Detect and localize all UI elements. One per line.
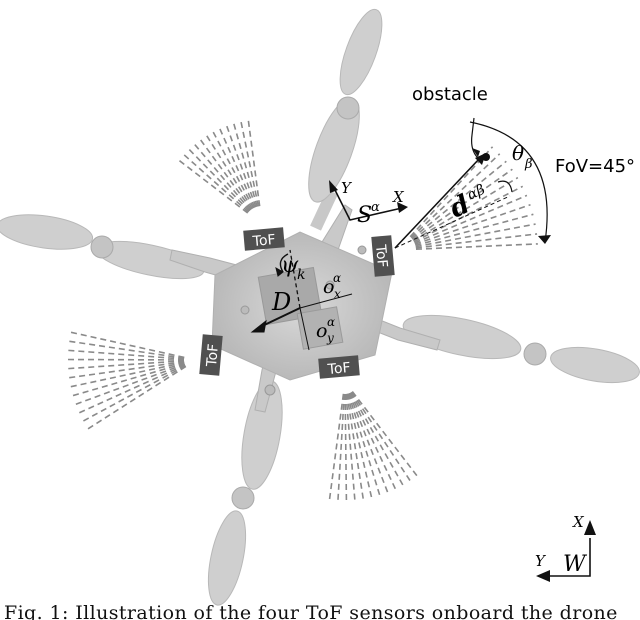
sensor-frame-superscript: α (371, 200, 380, 215)
ox-label: o (323, 276, 334, 298)
tof-beam-ray (344, 393, 348, 503)
d-center-label: D (271, 288, 291, 316)
tof-beam-ray (412, 168, 513, 241)
tof-beam-ray (346, 393, 373, 500)
drone-frame (169, 204, 441, 413)
tof-beam-ray (68, 331, 185, 359)
tof-beam-ray (193, 143, 251, 211)
psi-label: ψ (281, 253, 299, 278)
world-frame-label: W (563, 552, 588, 577)
tof-beam-ray (346, 393, 365, 501)
tof-beam-ray (328, 393, 345, 502)
fov-label: FoV=45° (555, 156, 635, 177)
sensor-frame-label: S (357, 203, 372, 228)
tof-beam-ray (337, 393, 346, 502)
tof-label: ToF (251, 232, 276, 250)
tof-beam-ray (345, 393, 356, 502)
tof-label: ToF (204, 343, 222, 368)
oy-label: o (316, 320, 327, 342)
oy-subscript: y (326, 331, 334, 345)
tof-beam-ray (66, 360, 185, 370)
oy-superscript: α (327, 315, 335, 329)
tof-sensor-left: ToF (199, 334, 223, 376)
tof-sensor-right: ToF (371, 235, 395, 277)
tof-beam-ray (415, 233, 538, 249)
tof-sensor-bottom: ToF (318, 355, 360, 379)
tof-beam-ray (350, 391, 412, 483)
tof-beam-ray (410, 153, 501, 239)
distance-superscript: αβ (465, 182, 488, 204)
sensor-y-axis-label: Y (341, 179, 353, 197)
tof-beam-ray (225, 124, 257, 208)
ox-subscript: x (334, 287, 341, 301)
propeller-bottom (207, 380, 283, 606)
tof-label: ToF (326, 360, 351, 378)
tof-beam-ray (413, 185, 524, 243)
tof-beam-ray (412, 176, 519, 242)
tof-beam-ray (414, 203, 531, 245)
tof-beam-ray (73, 363, 186, 406)
obstacle-label: obstacle (412, 84, 488, 105)
tof-beam-ray (347, 393, 381, 497)
tof-beam-ray (66, 349, 185, 360)
propeller-right (402, 314, 640, 384)
tof-beam-ray (85, 365, 187, 431)
tof-beam-ray (349, 392, 397, 491)
tof-beam-ray (351, 391, 419, 478)
obstacle-point (482, 153, 490, 161)
obstacle-measurement (394, 117, 551, 249)
ox-superscript: α (333, 271, 341, 285)
tof-beam-fans (65, 119, 538, 503)
psi-subscript: k (297, 267, 305, 283)
tof-beam-ray (182, 153, 250, 213)
tof-beam-ray (188, 148, 250, 212)
tof-label: ToF (372, 243, 390, 268)
tof-beam-ray (247, 119, 261, 207)
tof-beam-ray (178, 159, 249, 214)
tof-beam-ray (67, 340, 185, 360)
tof-beam-ray (411, 160, 507, 240)
tof-beam-ray (350, 392, 405, 488)
tof-beam-ray (415, 213, 534, 247)
tof-beam-ray (240, 120, 260, 207)
sensor-x-axis-label: X (392, 188, 405, 206)
propeller-left (0, 214, 205, 280)
tof-beam-ray (232, 122, 258, 207)
world-frame-axes (536, 520, 596, 582)
tof-beam-ray (415, 243, 538, 251)
tof-beam-ray (348, 392, 390, 495)
body-frame-annotations (250, 249, 353, 351)
world-y-axis-label: Y (535, 552, 547, 570)
tof-beam-ray (414, 194, 528, 244)
tof-beam-ray (218, 127, 256, 208)
propeller-top (308, 8, 383, 231)
world-x-axis-label: X (572, 513, 585, 531)
theta-subscript: β (524, 157, 533, 172)
tof-beam-ray (212, 130, 255, 209)
tof-beam-ray (415, 223, 536, 248)
figure-caption: Fig. 1: Illustration of the four ToF sen… (4, 602, 618, 620)
sensor-frame-axes (329, 180, 408, 221)
tof-sensor-top: ToF (243, 227, 285, 251)
tof-beam-ray (199, 138, 253, 210)
tof-beam-ray (205, 134, 254, 210)
theta-label: θ (512, 141, 524, 165)
